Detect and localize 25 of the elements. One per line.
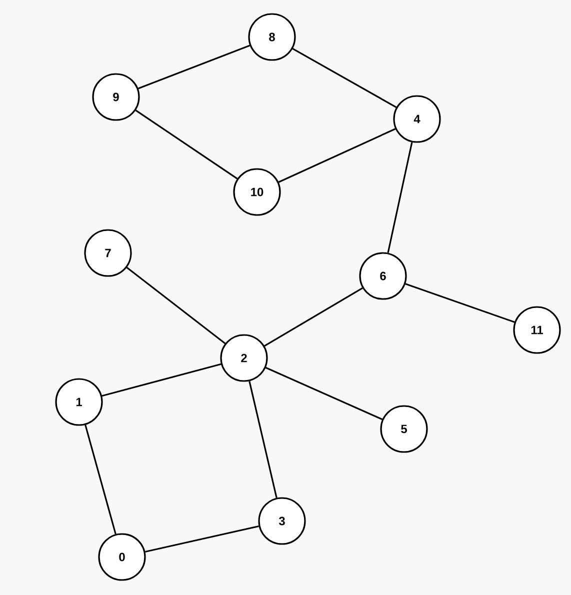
- graph-node: 1: [55, 378, 103, 426]
- graph-node: 6: [359, 252, 407, 300]
- edge-line: [278, 128, 396, 183]
- graph-node: 10: [233, 168, 281, 216]
- edge-line: [387, 142, 413, 253]
- edge-line: [405, 283, 515, 323]
- edge-line: [126, 266, 226, 344]
- edge-line: [135, 110, 238, 180]
- edge-line: [138, 44, 250, 90]
- edge-line: [102, 363, 222, 397]
- edge-line: [264, 287, 363, 347]
- graph-node: 4: [393, 95, 441, 143]
- graph-node: 9: [92, 73, 140, 121]
- graph-node: 11: [513, 306, 561, 354]
- graph-node: 7: [84, 229, 132, 277]
- edge-line: [145, 525, 259, 553]
- edge-line: [84, 424, 116, 534]
- graph-node: 8: [248, 13, 296, 61]
- graph-node: 3: [258, 497, 306, 545]
- edge-line: [248, 381, 278, 498]
- edge-line: [265, 366, 383, 420]
- graph-node: 0: [98, 533, 146, 581]
- edge-line: [292, 48, 397, 108]
- graph-node: 2: [220, 334, 268, 382]
- graph-node: 5: [380, 405, 428, 453]
